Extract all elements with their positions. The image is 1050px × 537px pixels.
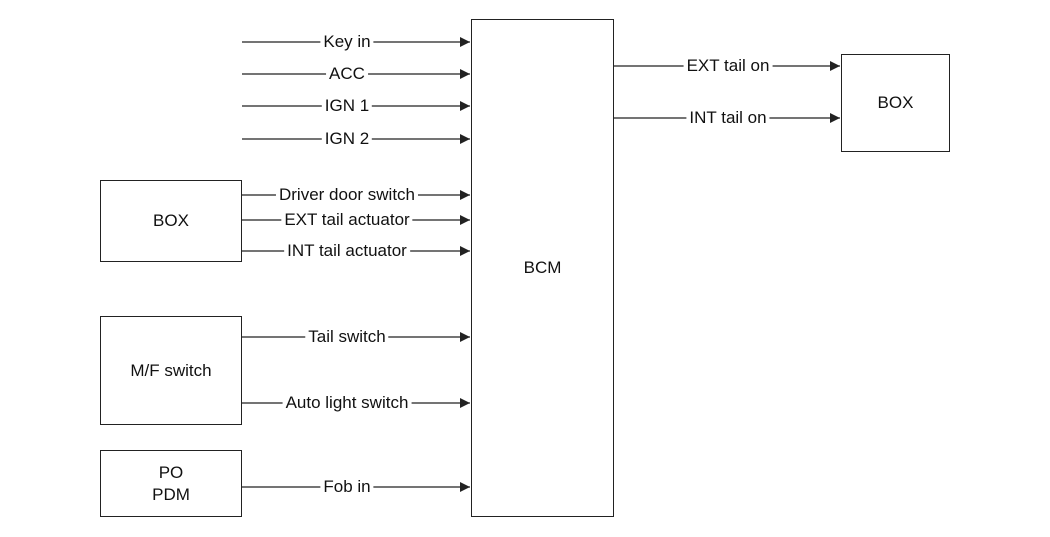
pdm-label: PDM bbox=[152, 484, 190, 504]
mf-switch-label: M/F switch bbox=[130, 360, 212, 380]
signal-label-ext-tail-on: EXT tail on bbox=[683, 56, 773, 76]
box-right-label: BOX bbox=[877, 93, 914, 112]
signal-label-fob-in: Fob in bbox=[320, 477, 374, 497]
signal-label-ign1: IGN 1 bbox=[321, 96, 373, 116]
signal-label-auto-light-switch: Auto light switch bbox=[282, 393, 412, 413]
box-left-label: BOX bbox=[153, 211, 189, 230]
bcm-label: BCM bbox=[523, 258, 562, 277]
signal-label-acc: ACC bbox=[326, 64, 368, 84]
signal-label-key-in: Key in bbox=[320, 32, 374, 52]
bcm-block: BCM bbox=[471, 19, 614, 517]
box-block-right: BOX bbox=[841, 54, 950, 152]
box-block-left: BOX bbox=[100, 180, 242, 262]
signal-label-driver-door-switch: Driver door switch bbox=[275, 185, 419, 205]
signal-label-ign2: IGN 2 bbox=[321, 129, 373, 149]
signal-label-ext-tail-actuator: EXT tail actuator bbox=[281, 210, 413, 230]
signal-label-int-tail-actuator: INT tail actuator bbox=[284, 241, 410, 261]
mf-switch-block: M/F switch bbox=[100, 316, 242, 425]
signal-label-int-tail-on: INT tail on bbox=[686, 108, 770, 128]
po-label: PO bbox=[158, 462, 184, 482]
signal-label-tail-switch: Tail switch bbox=[305, 327, 389, 347]
po-pdm-block: PO PDM bbox=[100, 450, 242, 517]
